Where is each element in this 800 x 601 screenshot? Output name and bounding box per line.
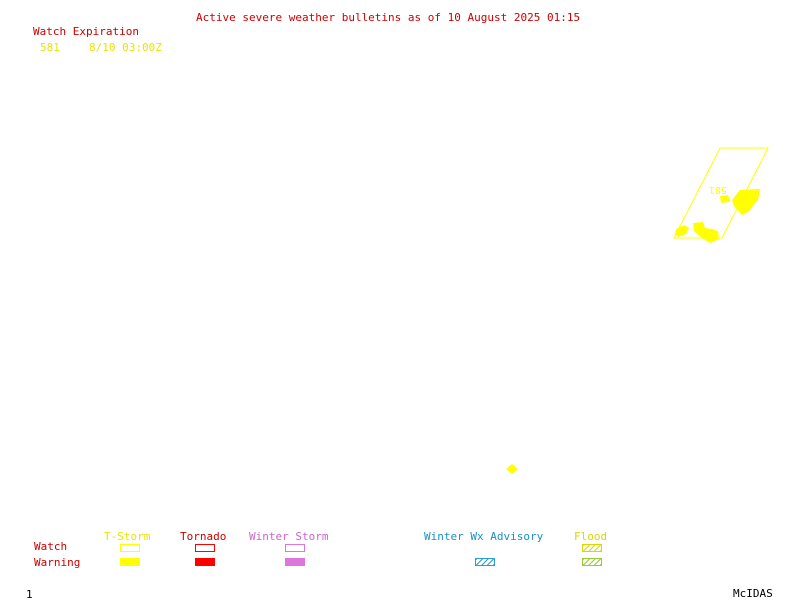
watch-number[interactable]: 581 [40,41,60,54]
legend-swatch-flood-watch [582,544,602,552]
legend-column-flood: Flood [574,530,608,543]
legend-column-winter-wx-advisory: Winter Wx Advisory [424,530,544,543]
watch-table-heading: Watch Expiration [33,25,139,38]
frame-number: 1 [26,588,33,601]
watch-581-outline[interactable] [673,147,769,239]
page-title: Active severe weather bulletins as of 10… [196,11,581,24]
legend-swatch-winter-storm-watch [285,544,305,552]
legend-row-warning: Warning [34,556,81,569]
brand-label: McIDAS [733,587,773,600]
legend-swatch-tornado-watch [195,544,215,552]
legend-column-winter-storm: Winter Storm [249,530,329,543]
legend-swatch-tornado-warning [195,558,215,566]
legend-row-watch: Watch [34,540,68,553]
legend-swatch-winter-wx-advisory [475,558,495,566]
legend-swatch-flood-warning [582,558,602,566]
tstorm-warning-area[interactable] [720,195,730,203]
legend-column-tornado: Tornado [180,530,227,543]
watch-581-label: 581 [709,184,727,195]
tstorm-warning-area[interactable] [732,189,760,215]
legend-swatch-tstorm-warning [120,558,140,566]
legend-swatch-tstorm-watch [120,544,140,552]
tstorm-warning-area[interactable] [675,225,689,237]
tstorm-warning-area[interactable] [506,464,518,474]
legend-column-tstorm: T-Storm [104,530,151,543]
legend-swatch-winter-storm-warning [285,558,305,566]
tstorm-warning-area[interactable] [693,222,719,243]
watch-expiration: 8/10 03:00Z [89,41,162,54]
